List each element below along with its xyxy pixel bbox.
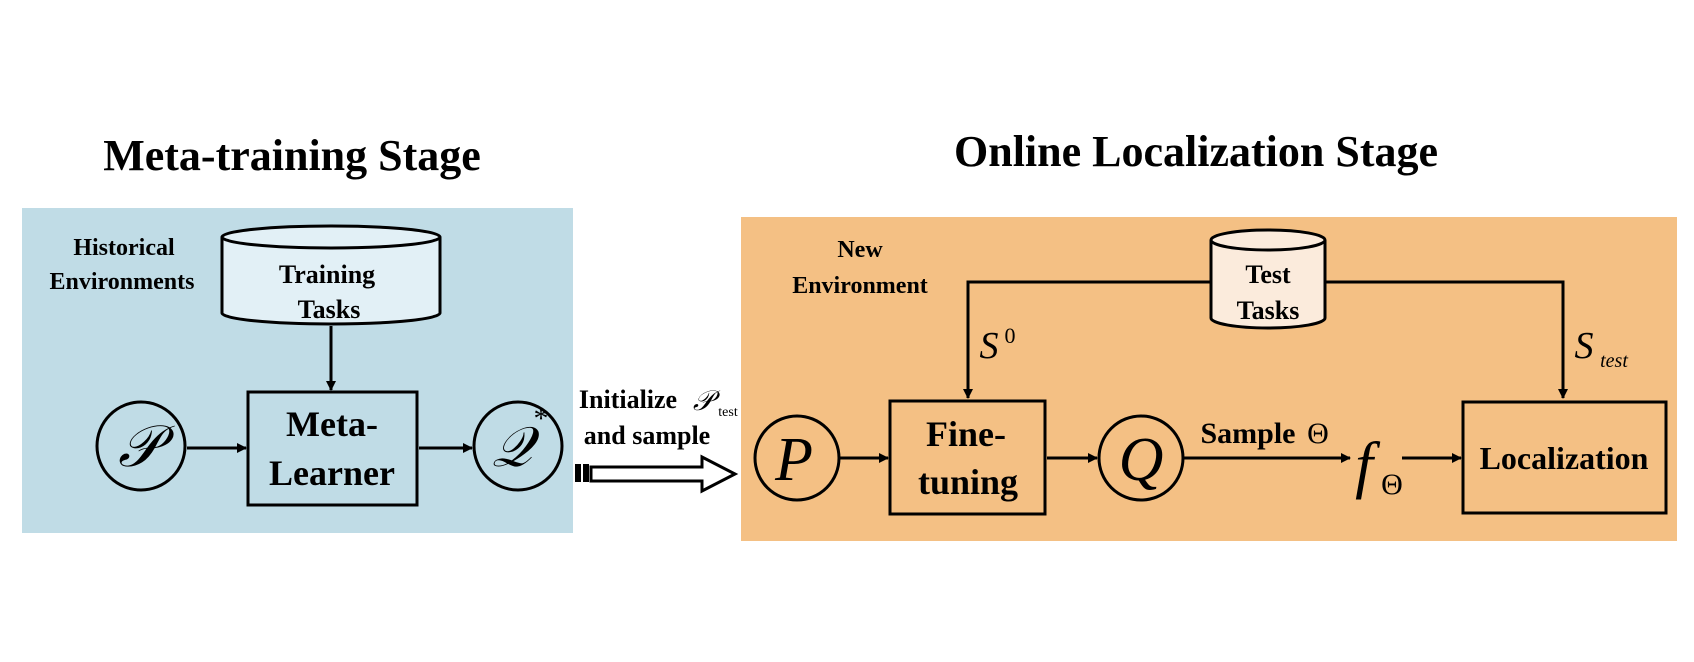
q-symbol: Q [1119, 426, 1164, 494]
fine-tuning-box [888, 399, 1047, 516]
stest-subscript: test [1600, 350, 1628, 372]
test-to-localization-arrow [1326, 280, 1568, 399]
transfer-arrow [575, 454, 739, 494]
test-tasks-line2: Tasks [1237, 296, 1300, 325]
test-tasks-database: Test Tasks [1209, 228, 1327, 330]
online-localization-title: Online Localization Stage [954, 127, 1438, 176]
transfer-line2: and sample [584, 421, 710, 450]
meta-training-title: Meta-training Stage [103, 131, 481, 180]
posterior-symbol: 𝒬 [492, 417, 540, 479]
test-tasks-line1: Test [1245, 260, 1291, 289]
s0-symbol: S [980, 325, 999, 367]
transfer-line1: Initialize [579, 385, 677, 414]
posterior-node [472, 400, 564, 492]
stest-symbol: S [1575, 325, 1594, 367]
training-tasks-line2: Tasks [298, 295, 361, 324]
q-node [1097, 414, 1185, 502]
f-theta-subscript: Θ [1381, 468, 1403, 501]
meta-learner-box [246, 390, 419, 507]
historical-label-line2: Environments [50, 269, 195, 295]
s0-superscript: 0 [1005, 323, 1016, 348]
prior-node [95, 400, 187, 492]
fine-tuning-line2: tuning [918, 462, 1018, 502]
test-prior-node [753, 414, 841, 502]
transfer-label: Initialize 𝒫 test and sample [579, 385, 738, 450]
new-env-label-line2: Environment [792, 273, 928, 299]
meta-learner-line1: Meta- [286, 404, 378, 444]
training-tasks-line1: Training [279, 260, 375, 289]
meta-learner-line2: Learner [269, 453, 395, 493]
fine-tuning-line1: Fine- [926, 414, 1006, 454]
sample-theta-symbol: Θ [1307, 417, 1329, 450]
historical-label-line1: Historical [73, 235, 175, 261]
test-to-finetune-arrow [963, 280, 1211, 399]
posterior-star: * [534, 402, 549, 435]
training-tasks-database: Training Tasks [220, 224, 442, 326]
localization-label: Localization [1480, 440, 1649, 476]
localization-box [1461, 400, 1668, 515]
new-env-label-line1: New [837, 237, 883, 263]
transfer-prior-symbol: 𝒫 [693, 386, 721, 417]
sample-label: Sample [1200, 417, 1295, 450]
test-prior-symbol: P [774, 426, 813, 494]
online-localization-panel [741, 217, 1677, 541]
transfer-prior-sub: test [718, 405, 738, 420]
